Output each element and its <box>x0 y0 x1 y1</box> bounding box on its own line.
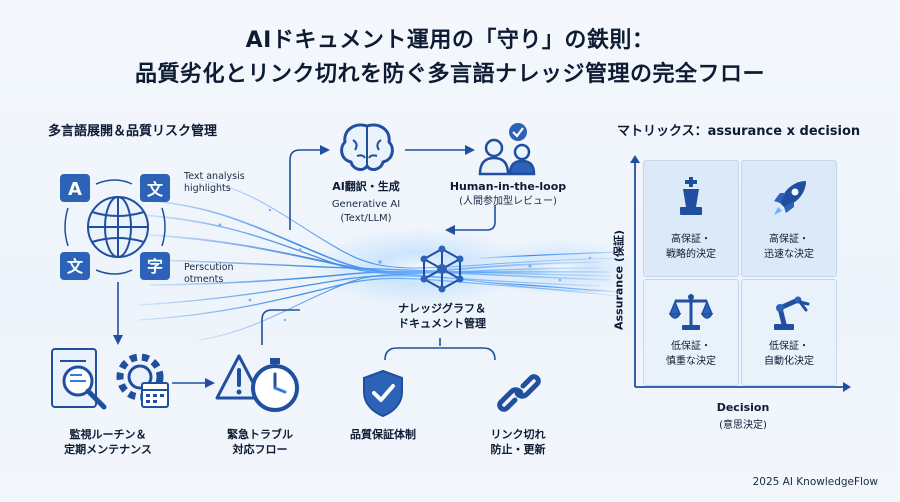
rocket-icon <box>774 181 806 215</box>
monitoring-icon <box>51 348 169 410</box>
matrix-cell-low-automated: 低保証・ 自動化決定 <box>741 279 837 386</box>
generative-ai-label: Generative AI (Text/LLM) <box>331 199 401 224</box>
emergency-label: 緊急トラブル 対応フロー <box>227 428 293 456</box>
svg-text:文: 文 <box>67 257 84 276</box>
matrix-cell-label: 低保証・ 自動化決定 <box>764 341 814 367</box>
broken-link-icon <box>497 374 541 412</box>
title-line-2: 品質劣化とリンク切れを防ぐ多言語ナレッジ管理の完全フロー <box>134 62 765 87</box>
monitoring-label: 監視ルーチン＆ 定期メンテナンス <box>64 428 152 456</box>
scales-icon <box>668 294 714 330</box>
matrix-cell-label: 低保証・ 慎重な決定 <box>666 341 716 367</box>
hitl-sub-label: (人間参加型レビュー) <box>459 196 557 207</box>
multilingual-globe-icon: A 文 文 字 <box>60 174 170 280</box>
svg-text:A: A <box>68 179 82 200</box>
svg-text:文: 文 <box>147 180 164 199</box>
knowledge-graph-icon <box>420 245 464 293</box>
hitl-label: Human-in-the-loop <box>449 180 567 193</box>
matrix-heading: マトリックス：assurance x decision <box>617 124 861 139</box>
quality-system-label: 品質保証体制 <box>350 428 416 441</box>
human-review-icon <box>478 123 536 176</box>
svg-text:字: 字 <box>147 257 163 276</box>
knowledge-graph-label: ナレッジグラフ＆ ドキュメント管理 <box>398 302 486 330</box>
matrix-cell-high-rapid: 高保証・ 迅速な決定 <box>741 160 837 277</box>
emergency-warning-icon <box>215 354 299 412</box>
matrix-x-axis-sub-label: (意思決定) <box>719 420 767 431</box>
text-analysis-label: Text analysis highlights <box>184 171 245 195</box>
robot-arm-icon <box>774 296 810 330</box>
link-break-label: リンク切れ 防止・更新 <box>490 428 546 456</box>
shield-check-icon <box>363 369 403 418</box>
left-section-heading: 多言語展開＆品質リスク管理 <box>48 124 218 139</box>
matrix-cell-low-careful: 低保証・ 慎重な決定 <box>643 279 739 386</box>
title-line-1: AIドキュメント運用の「守り」の鉄則： <box>245 28 655 53</box>
chess-king-icon <box>680 177 702 215</box>
matrix-cell-high-strategic: 高保証・ 戦略的決定 <box>643 160 739 277</box>
persecution-label: Perscution otments <box>184 262 234 286</box>
matrix-axes <box>630 155 851 392</box>
matrix-cell-label: 高保証・ 迅速な決定 <box>764 234 814 260</box>
matrix-x-axis-label: Decision <box>716 401 770 414</box>
matrix-cell-label: 高保証・ 戦略的決定 <box>666 234 716 260</box>
matrix-y-axis-label: Assurance (保証) <box>612 230 626 330</box>
ai-translation-label: AI翻訳・生成 <box>332 180 400 193</box>
brain-icon <box>340 123 394 171</box>
footer-credit: 2025 AI KnowledgeFlow <box>752 476 878 488</box>
